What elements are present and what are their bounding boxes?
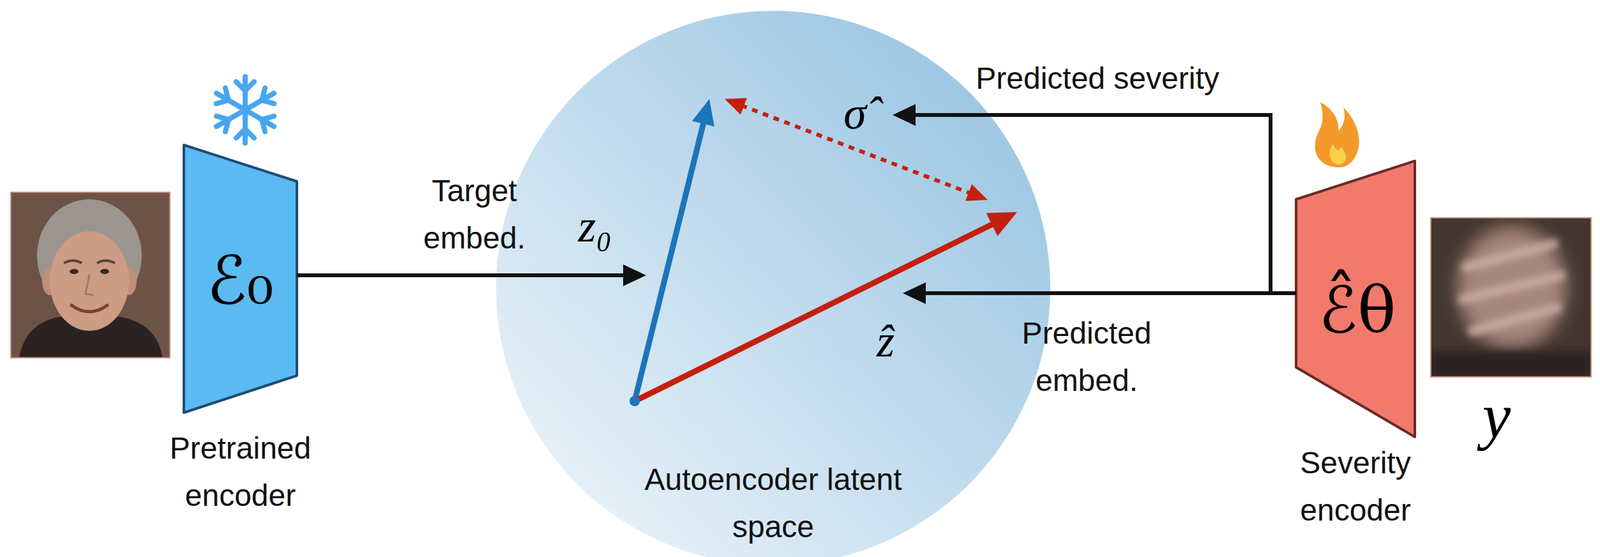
label-holder: ẑ (876, 316, 895, 367)
trapezoid (183, 144, 297, 413)
frozen-icon (211, 76, 279, 144)
encoder-symbol: ℰ̂θ (1319, 271, 1397, 349)
edge-label: Target embed. (388, 167, 561, 262)
brow (63, 260, 82, 264)
connector (892, 104, 1297, 294)
trapezoid (1296, 160, 1415, 437)
connector-line (913, 114, 1297, 294)
math-symbol: ẑ (876, 316, 895, 367)
edge-label-holder: Predicted severity (950, 54, 1245, 103)
photo-border (10, 192, 170, 358)
encoder-symbol: ℰ₀ (206, 240, 274, 321)
arrow-head (892, 104, 916, 126)
photo-border (1430, 217, 1592, 377)
math-symbol: y (1482, 381, 1511, 452)
caption-holder: Autoencoder latent space (626, 455, 921, 551)
blur-streaks (1458, 242, 1565, 333)
node-caption: Autoencoder latent space (626, 455, 921, 551)
edge-label: Predicted severity (950, 54, 1245, 103)
node-caption: Severity encoder (1253, 439, 1458, 534)
eye (100, 268, 110, 274)
photo-background (1430, 217, 1592, 378)
nose (85, 274, 94, 295)
arrow-head (623, 264, 647, 287)
label-holder: y (1482, 381, 1511, 452)
error-distance-head (965, 183, 988, 201)
error-distance-head (724, 97, 748, 115)
snowflake-arm (211, 85, 250, 118)
predicted-vector-head (986, 211, 1018, 236)
predicted-vector (634, 222, 996, 401)
math-symbol: σ̂ (843, 88, 867, 139)
flame-outer (1315, 102, 1360, 168)
math-symbol: z₀ (577, 201, 612, 252)
face-photo (10, 191, 171, 359)
target-vector-head (692, 98, 715, 127)
node-caption: Pretrained encoder (132, 424, 350, 520)
blurred-face (1457, 226, 1567, 348)
shirt (1430, 351, 1592, 378)
flame-inner (1329, 143, 1346, 165)
label-holder: z₀ (577, 201, 612, 252)
smile (71, 305, 108, 312)
eye (69, 268, 79, 274)
edge-label-holder: Target embed. (388, 167, 561, 262)
connector-line (296, 273, 626, 278)
photo-background (10, 191, 171, 359)
label-holder: σ̂ (843, 88, 867, 139)
pretrained-encoder: ℰ₀Pretrained encoder (183, 144, 297, 413)
origin-dot (629, 395, 640, 407)
connector (902, 282, 1297, 304)
trainable-icon (1315, 102, 1360, 168)
caption-holder: Severity encoder (1253, 439, 1458, 534)
severity-encoder: ℰ̂θSeverity encoder (1296, 160, 1415, 437)
symbol-holder: ℰ̂θ (1319, 271, 1397, 349)
brow (97, 260, 115, 264)
face (49, 231, 129, 331)
latent-space: Autoencoder latent space (496, 10, 1051, 557)
connector (296, 264, 647, 287)
edge-label-holder: Predicted embed. (987, 309, 1186, 405)
latent-circle (496, 10, 1051, 557)
symbol-holder: ℰ₀ (206, 240, 274, 321)
connector-line (923, 291, 1297, 295)
edge-label: Predicted embed. (987, 309, 1186, 405)
target-vector (634, 121, 704, 401)
arrow-head (902, 282, 926, 304)
degraded-photo (1430, 217, 1592, 378)
caption-holder: Pretrained encoder (132, 424, 350, 520)
